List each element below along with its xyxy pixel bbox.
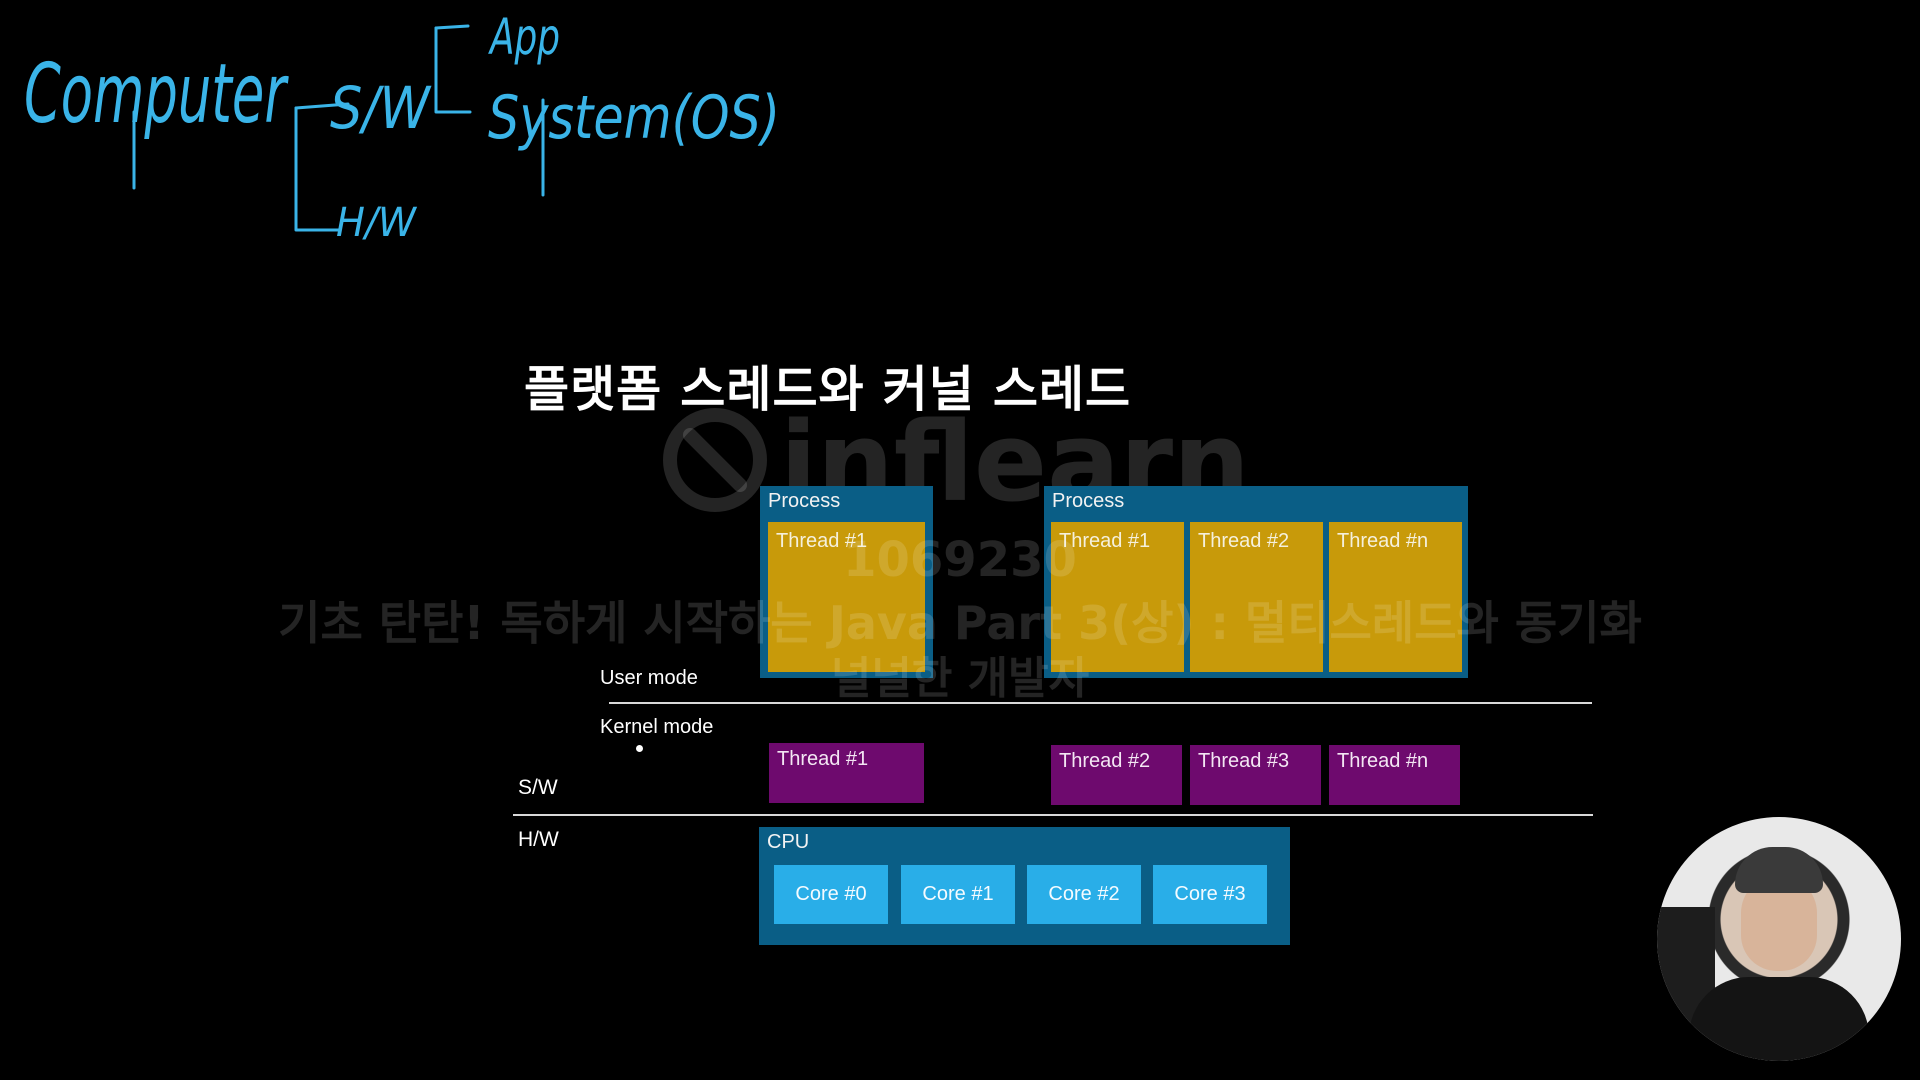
user-thread-label: Thread #n (1337, 530, 1429, 552)
presenter-hair-shape (1735, 847, 1823, 893)
sw-layer-label: S/W (518, 776, 558, 799)
watermark-author: 널널한 개발자 (830, 653, 1090, 704)
user-thread-1: Thread #1 (1051, 522, 1184, 672)
presenter-body-shape (1689, 977, 1869, 1061)
presenter-webcam (1657, 817, 1901, 1061)
user-thread-label: Thread #2 (1198, 530, 1290, 552)
kernel-thread-n: Thread #n (1329, 745, 1460, 805)
handwriting-system: System(OS) (488, 83, 780, 153)
process-box-1: Process Thread #1 (760, 486, 933, 678)
kernel-mode-label: Kernel mode (600, 716, 714, 738)
process-label: Process (768, 490, 841, 512)
cpu-core-2: Core #2 (1027, 865, 1141, 924)
mode-divider (609, 702, 1592, 704)
cpu-label: CPU (767, 831, 810, 853)
process-label: Process (1052, 490, 1125, 512)
kernel-thread-1: Thread #1 (769, 743, 924, 803)
user-thread-label: Thread #1 (1059, 530, 1151, 552)
handwriting-annotation: Computer S/W H/W App System(OS) (24, 8, 780, 246)
handwriting-app: App (488, 8, 560, 66)
user-thread-1: Thread #1 (768, 522, 925, 672)
pointer-dot (636, 745, 643, 752)
sw-hw-divider (513, 814, 1593, 816)
watermark-id: 1069230 (843, 532, 1077, 588)
process-box-2: Process Thread #1 Thread #2 Thread #n (1044, 486, 1468, 678)
kernel-thread-3: Thread #3 (1190, 745, 1321, 805)
cpu-core-3: Core #3 (1153, 865, 1267, 924)
watermark-course: 기초 탄탄! 독하게 시작하는 Java Part 3(상) : 멀티스레드와 … (278, 596, 1642, 650)
handwriting-computer: Computer (24, 47, 289, 142)
kernel-thread-2: Thread #2 (1051, 745, 1182, 805)
cpu-core-0: Core #0 (774, 865, 888, 924)
slide-title: 플랫폼 스레드와 커널 스레드 (524, 361, 1132, 418)
user-thread-2: Thread #2 (1190, 522, 1323, 672)
handwriting-sw: S/W (330, 74, 432, 142)
user-thread-label: Thread #1 (776, 530, 868, 552)
handwriting-hw: H/W (336, 200, 417, 246)
user-mode-label: User mode (600, 667, 698, 689)
cpu-core-1: Core #1 (901, 865, 1015, 924)
cpu-box: CPU Core #0 Core #1 Core #2 Core #3 (759, 827, 1290, 945)
user-thread-n: Thread #n (1329, 522, 1462, 672)
hw-layer-label: H/W (518, 828, 559, 851)
